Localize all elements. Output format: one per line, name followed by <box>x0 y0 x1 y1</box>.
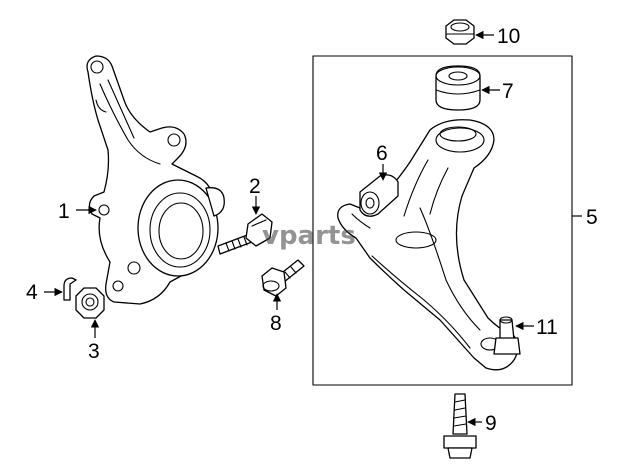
control-arm-assembly-box <box>312 55 573 386</box>
retainer-clip[interactable] <box>63 277 77 301</box>
callout-8: 8 <box>270 312 282 335</box>
callout-7: 7 <box>502 80 514 103</box>
callout-2: 2 <box>249 175 261 198</box>
callout-4: 4 <box>26 281 38 304</box>
leader-lines <box>44 30 582 427</box>
arm-nut[interactable] <box>445 19 475 45</box>
ball-joint[interactable] <box>493 316 521 355</box>
arm-bolt[interactable] <box>443 393 477 459</box>
knuckle-nut[interactable] <box>75 287 105 319</box>
callout-numbers: 1 2 3 4 5 6 7 8 9 10 11 <box>26 25 598 435</box>
callout-6: 6 <box>376 142 388 165</box>
callout-5: 5 <box>586 206 598 229</box>
watermark-text: vparts <box>262 221 356 251</box>
callout-10: 10 <box>497 25 520 48</box>
knuckle-bolt-upper[interactable] <box>217 213 273 255</box>
callout-11: 11 <box>536 316 558 339</box>
callout-1: 1 <box>58 200 70 223</box>
callout-3: 3 <box>88 340 100 363</box>
steering-knuckle[interactable] <box>86 55 225 305</box>
knuckle-bolt-lower[interactable] <box>261 259 305 297</box>
rear-bushing[interactable] <box>435 65 481 111</box>
watermark-logo: vparts <box>262 221 356 251</box>
lower-control-arm[interactable] <box>337 119 519 371</box>
callout-9: 9 <box>485 412 497 435</box>
